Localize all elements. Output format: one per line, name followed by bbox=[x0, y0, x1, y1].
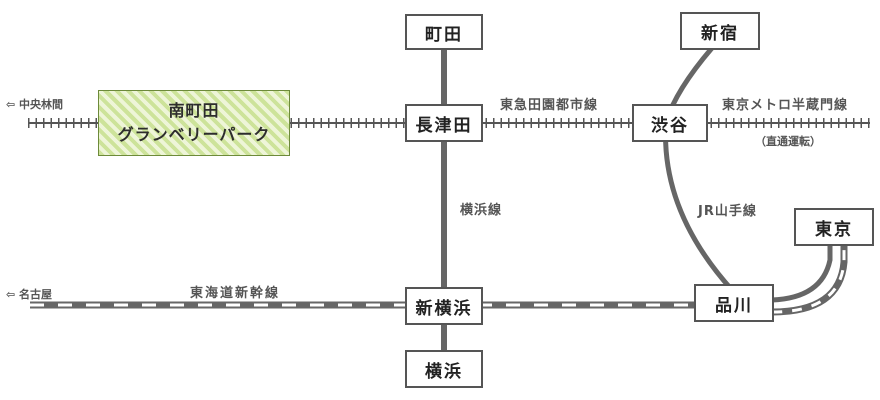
shinagawa-tokyo-track bbox=[771, 240, 848, 316]
label-yamanote-line: JR山手線 bbox=[698, 204, 757, 219]
station-tokyo[interactable]: 東京 bbox=[794, 208, 874, 246]
yamanote-line-track bbox=[663, 46, 734, 292]
station-minamimachida-grandberrypark[interactable]: 南町田 グランベリーパーク bbox=[98, 90, 290, 156]
station-shibuya[interactable]: 渋谷 bbox=[632, 104, 708, 142]
station-machida[interactable]: 町田 bbox=[405, 14, 483, 50]
label-tokaido-shinkansen: 東海道新幹線 bbox=[190, 286, 281, 301]
station-nagatsuta[interactable]: 長津田 bbox=[405, 104, 483, 142]
highlight-station-name-line1: 南町田 bbox=[168, 101, 220, 120]
label-denentoshi-line: 東急田園都市線 bbox=[500, 98, 599, 113]
direction-chuorinkan: ⇦ 中央林間 bbox=[6, 98, 64, 111]
station-shinjuku[interactable]: 新宿 bbox=[680, 12, 760, 50]
highlight-station-name-line2: グランベリーパーク bbox=[117, 125, 271, 144]
station-yokohama[interactable]: 横浜 bbox=[405, 350, 483, 388]
label-yokohama-line: 横浜線 bbox=[460, 203, 503, 218]
label-hanzomon-line: 東京メトロ半蔵門線 bbox=[722, 98, 849, 113]
label-through-service: （直通運転） bbox=[755, 135, 821, 148]
station-shinyokohama[interactable]: 新横浜 bbox=[405, 287, 483, 325]
direction-nagoya: ⇦ 名古屋 bbox=[6, 288, 53, 301]
station-shinagawa[interactable]: 品川 bbox=[694, 284, 774, 322]
